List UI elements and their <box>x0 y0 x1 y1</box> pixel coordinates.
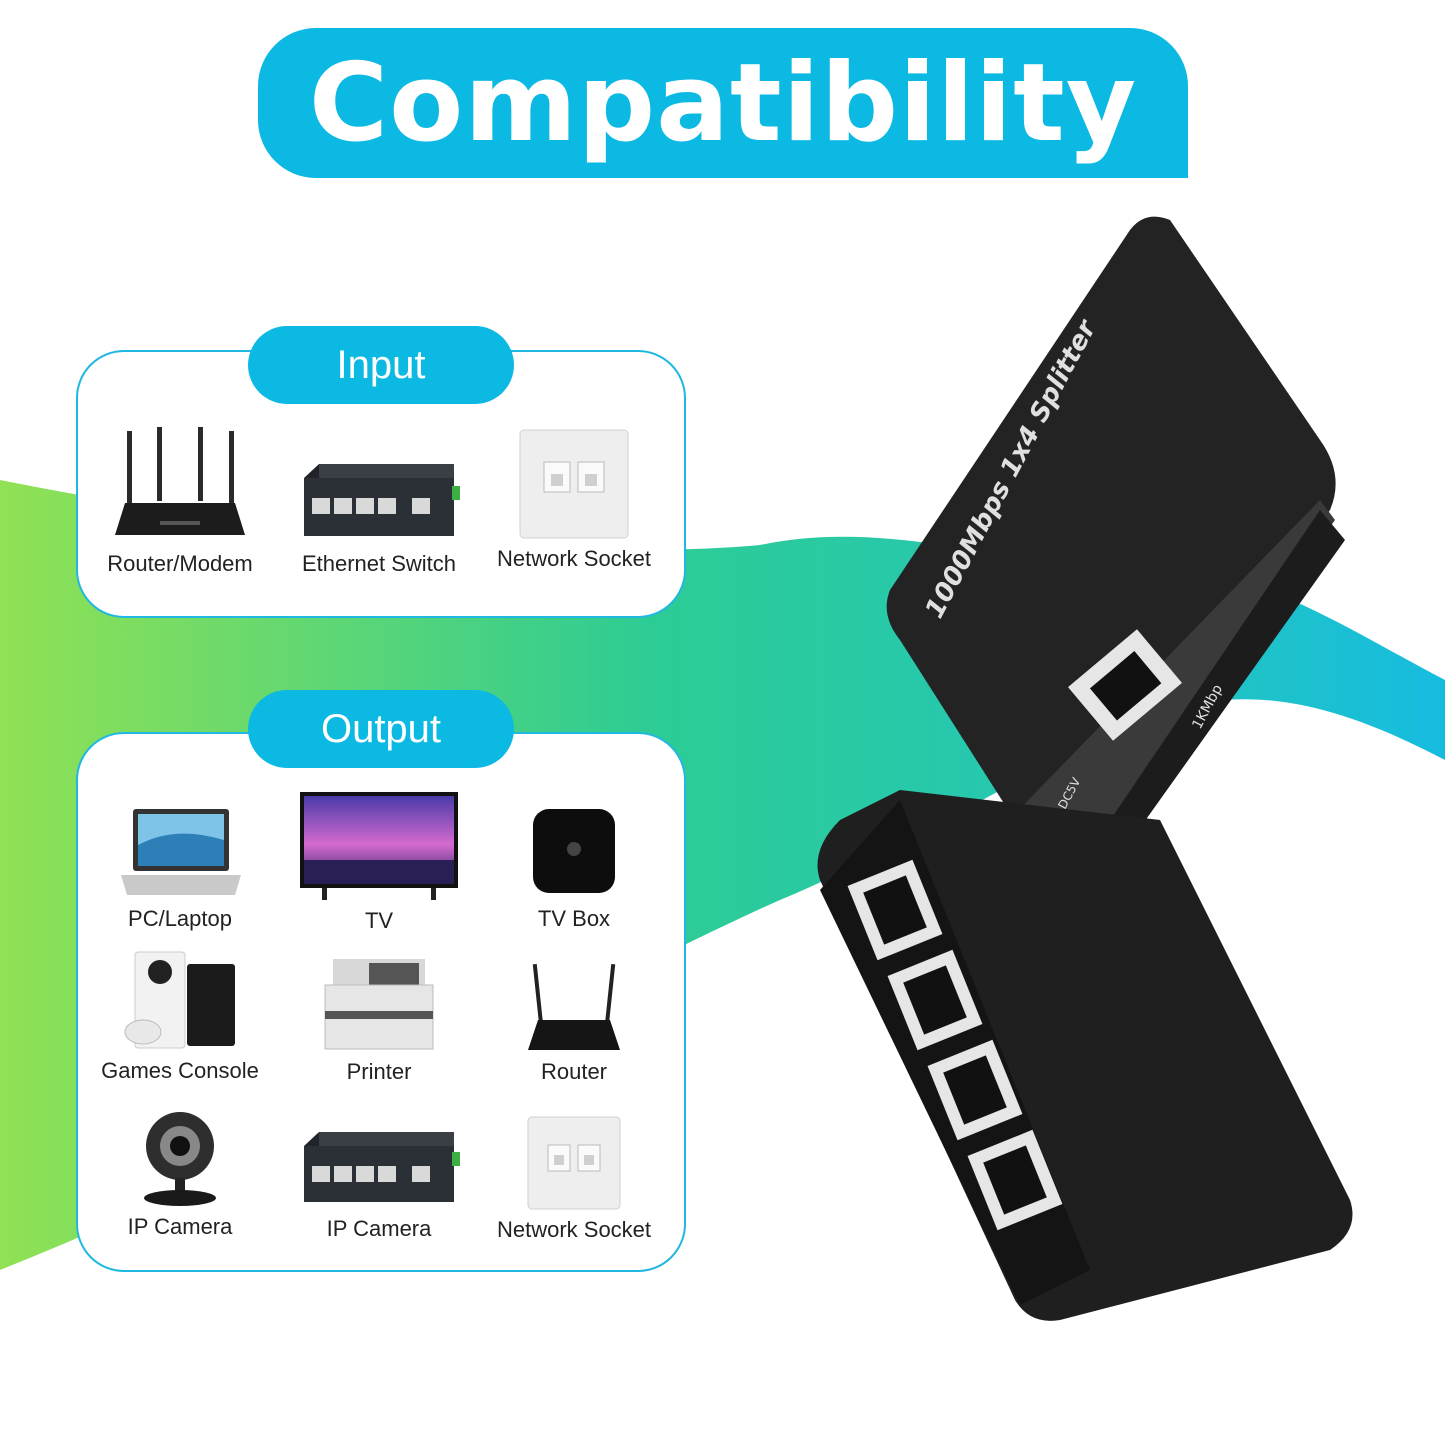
socket-icon <box>519 429 629 539</box>
device-label: IP Camera <box>326 1216 432 1241</box>
device-tv: TV <box>279 790 479 934</box>
device-label: TV Box <box>537 906 611 931</box>
output-heading: Output <box>320 706 442 751</box>
switch-icon <box>304 1132 460 1202</box>
splitter-top-unit: 1000Mbps 1x4 Splitter 1KMbp DC5V <box>886 216 1345 875</box>
splitter-product-image: 1000Mbps 1x4 Splitter 1KMbp DC5V <box>817 216 1353 1321</box>
input-heading-pill: Input <box>248 326 514 404</box>
device-label: PC/Laptop <box>128 906 232 931</box>
device-ip-camera: IP Camera <box>80 1108 280 1240</box>
device-label: Games Console <box>101 1058 259 1083</box>
device-label: IP Camera <box>127 1214 233 1239</box>
device-label: Network Socket <box>496 1217 652 1242</box>
device-games-console: Games Console <box>80 950 280 1084</box>
device-printer: Printer <box>279 955 479 1085</box>
router-icon <box>528 963 620 1050</box>
device-tv-box: TV Box <box>474 805 674 932</box>
laptop-icon <box>121 809 241 895</box>
console-icon <box>124 951 235 1049</box>
title-banner: Compatibility <box>258 28 1188 178</box>
device-label: TV <box>364 908 394 933</box>
device-router: Router <box>474 960 674 1085</box>
device-label: Ethernet Switch <box>301 551 457 576</box>
device-label: Router <box>540 1059 608 1084</box>
device-label: Router/Modem <box>107 551 253 576</box>
device-label: Network Socket <box>496 546 652 571</box>
page-title: Compatibility <box>308 40 1138 166</box>
switch-icon <box>304 464 460 536</box>
output-heading-pill: Output <box>248 690 514 768</box>
webcam-icon <box>144 1112 216 1206</box>
router-icon <box>115 427 245 535</box>
device-ethernet-switch: Ethernet Switch <box>279 450 479 577</box>
device-pc-laptop: PC/Laptop <box>80 805 280 932</box>
device-label: Printer <box>346 1059 412 1084</box>
device-ip-camera-switch: IP Camera <box>279 1120 479 1242</box>
device-network-socket: Network Socket <box>474 428 674 572</box>
printer-icon <box>324 959 434 1050</box>
tvbox-icon <box>533 809 615 893</box>
tv-icon <box>300 792 458 900</box>
input-heading: Input <box>336 342 426 387</box>
device-network-socket-out: Network Socket <box>474 1115 674 1243</box>
splitter-bottom-unit <box>817 790 1353 1321</box>
socket-icon <box>527 1116 621 1210</box>
device-router-modem: Router/Modem <box>80 425 280 577</box>
